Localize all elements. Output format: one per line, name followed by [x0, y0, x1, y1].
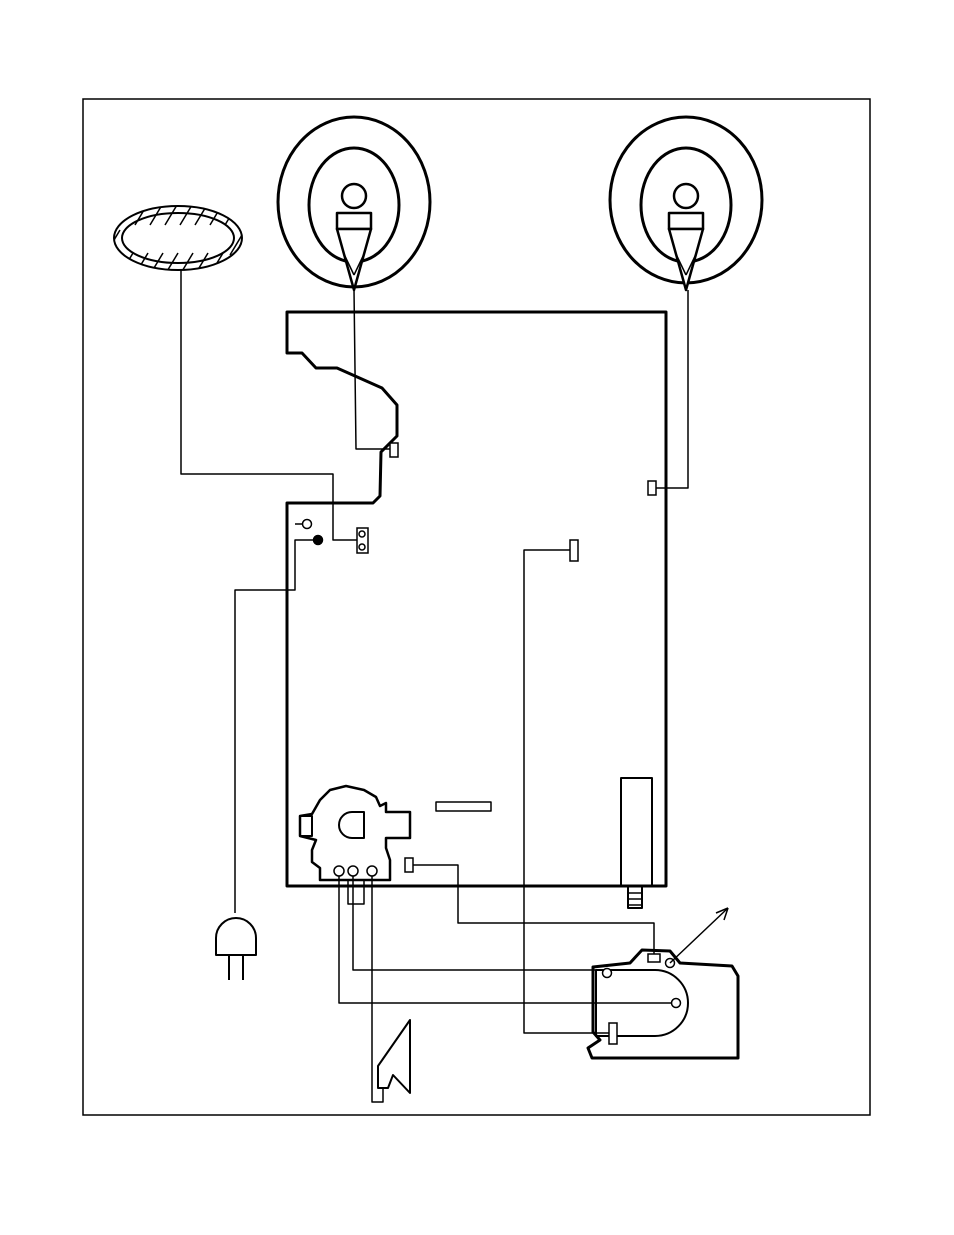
wire-bridge [348, 880, 364, 904]
anode-lead [378, 1020, 410, 1093]
wire-neck-signal [524, 550, 609, 1033]
ground-lead-arrow [670, 908, 728, 963]
flyback-transformer [300, 786, 410, 880]
flyback-side-connector [405, 858, 413, 872]
speaker-left [278, 117, 430, 290]
heatsink [621, 778, 652, 886]
focus-knob [628, 886, 642, 908]
power-plug [216, 918, 256, 980]
wire-heater-b [339, 876, 671, 1003]
power-terminal [303, 520, 312, 529]
speaker-left-connector [390, 443, 398, 457]
wiring [181, 270, 688, 1102]
board-label-strip [436, 802, 491, 811]
wire-flyback-neck [413, 865, 654, 954]
wire-speaker-right [656, 290, 688, 488]
neck-signal-connector [570, 540, 578, 561]
crt-neck-board [588, 950, 738, 1058]
speaker-right [610, 117, 762, 290]
wire-speaker-left [354, 290, 390, 449]
degaussing-coil [100, 190, 260, 290]
speaker-right-connector [648, 481, 656, 495]
wire-power-cord [235, 540, 318, 913]
